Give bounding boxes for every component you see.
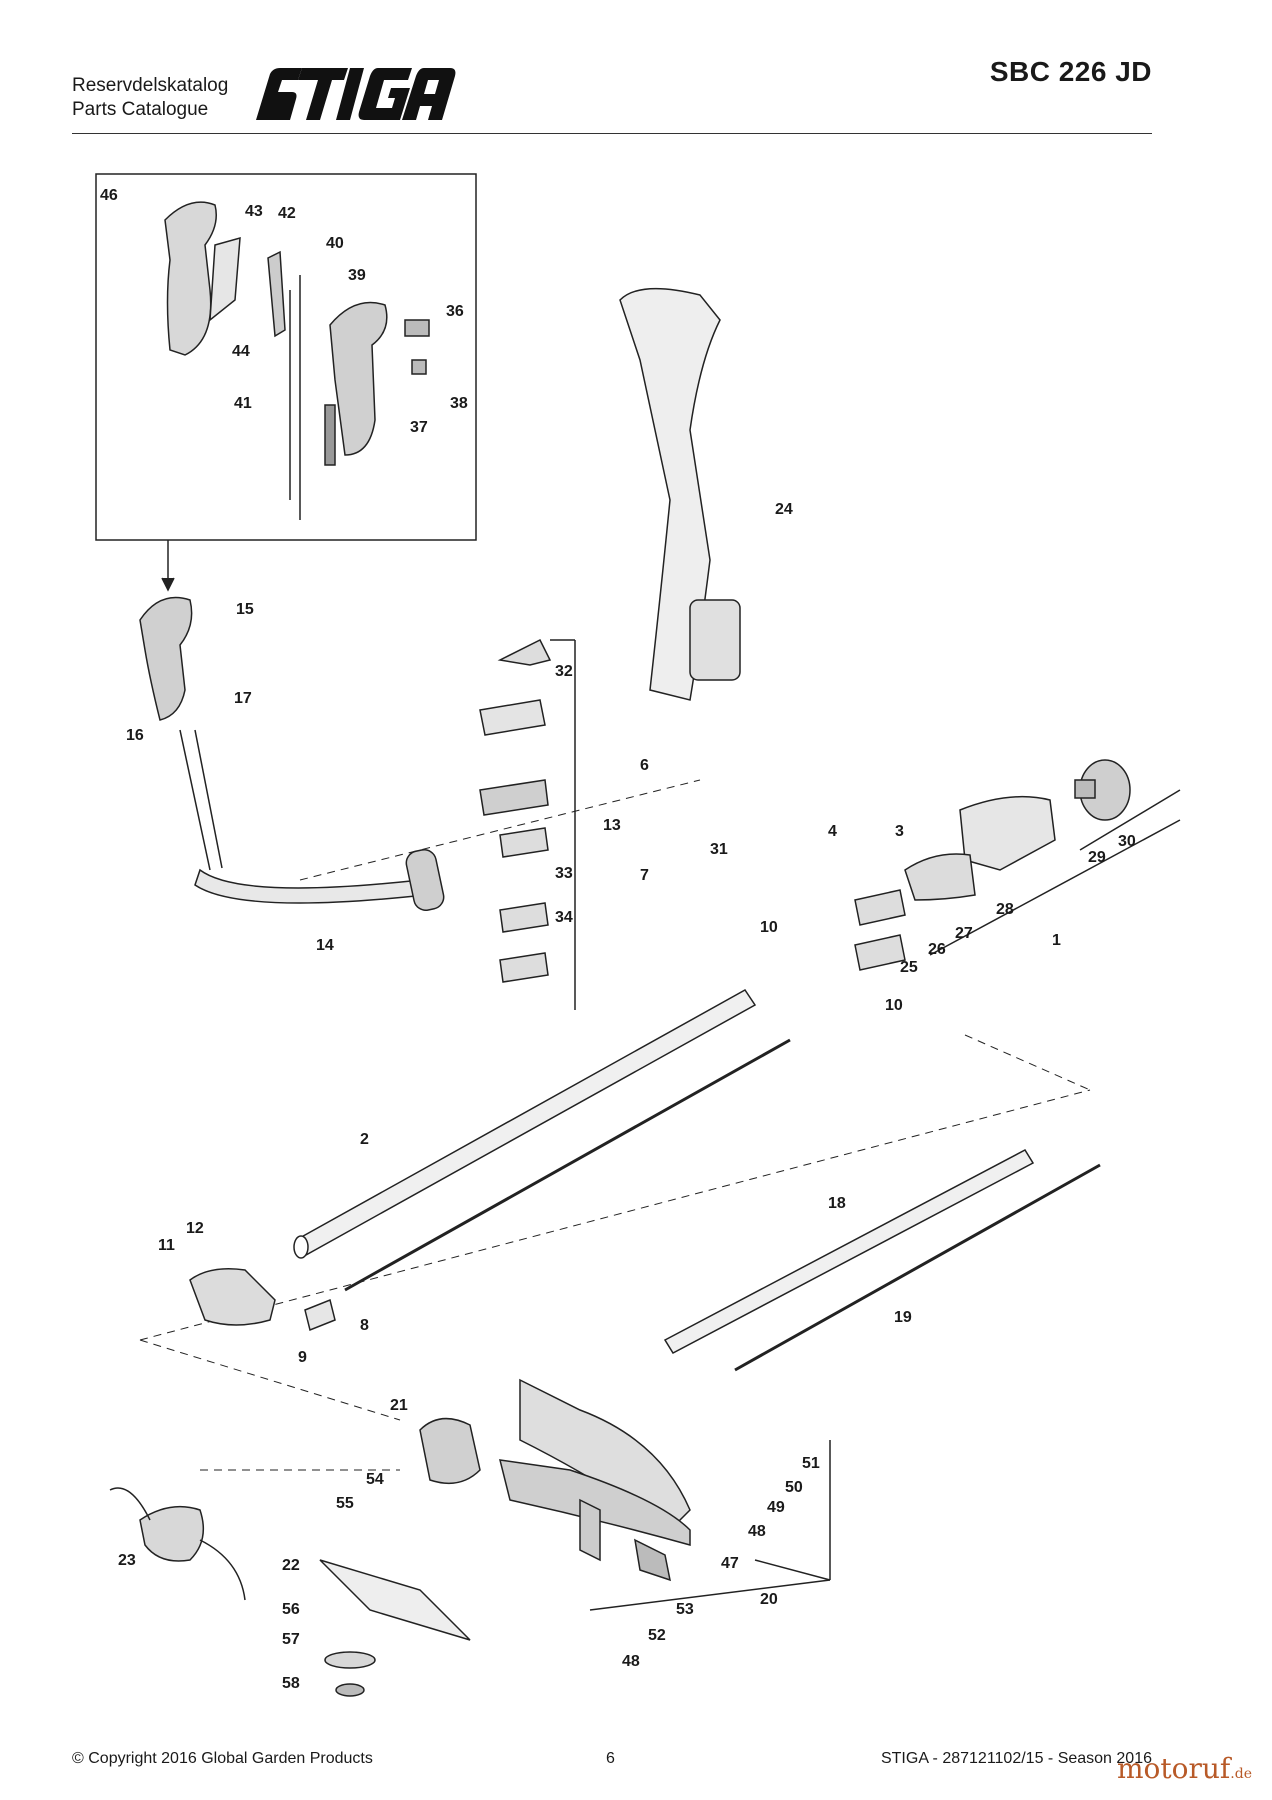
callout-48-top: 48 — [748, 1523, 766, 1540]
header-divider — [72, 133, 1152, 134]
callout-32: 32 — [555, 663, 573, 680]
callout-51: 51 — [802, 1455, 820, 1472]
document-reference: STIGA - 287121102/15 - Season 2016 — [880, 1750, 1152, 1767]
callout-37: 37 — [410, 419, 428, 436]
callout-27: 27 — [955, 925, 973, 942]
callout-57: 57 — [282, 1631, 300, 1648]
callout-47: 47 — [721, 1555, 739, 1572]
callout-39: 39 — [348, 267, 366, 284]
callout-15: 15 — [236, 601, 254, 618]
callout-10-top: 10 — [760, 919, 778, 936]
watermark: motoruf.de — [1117, 1752, 1252, 1785]
callout-6: 6 — [640, 757, 649, 774]
callout-49: 49 — [767, 1499, 785, 1516]
watermark-tld: .de — [1230, 1766, 1252, 1782]
callout-20: 20 — [760, 1591, 778, 1608]
callout-41: 41 — [234, 395, 252, 412]
callout-1: 1 — [1052, 932, 1061, 949]
callout-21: 21 — [390, 1397, 408, 1414]
callout-7: 7 — [640, 867, 649, 884]
callout-17: 17 — [234, 690, 252, 707]
callout-44: 44 — [232, 343, 250, 360]
callout-24: 24 — [775, 501, 793, 518]
catalog-title-line1: Reservdelskatalog — [72, 75, 229, 96]
handle-detail-inset — [95, 173, 477, 541]
callout-31: 31 — [710, 841, 728, 858]
callout-16: 16 — [126, 727, 144, 744]
callout-14: 14 — [316, 937, 334, 954]
callout-23: 23 — [118, 1552, 136, 1569]
callout-4: 4 — [828, 823, 837, 840]
callout-43: 43 — [245, 203, 263, 220]
callout-22: 22 — [282, 1557, 300, 1574]
callout-33: 33 — [555, 865, 573, 882]
callout-53: 53 — [676, 1601, 694, 1618]
callout-19: 19 — [894, 1309, 912, 1326]
callout-38: 38 — [450, 395, 468, 412]
callout-18: 18 — [828, 1195, 846, 1212]
callout-29: 29 — [1088, 849, 1106, 866]
callout-52: 52 — [648, 1627, 666, 1644]
watermark-name: motoruf — [1116, 1752, 1231, 1785]
callout-28: 28 — [996, 901, 1014, 918]
catalog-title-line2: Parts Catalogue — [72, 99, 209, 120]
callout-40: 40 — [326, 235, 344, 252]
callout-50: 50 — [785, 1479, 803, 1496]
callout-30: 30 — [1118, 833, 1136, 850]
stiga-logo — [256, 68, 456, 120]
callout-13: 13 — [603, 817, 621, 834]
callout-3: 3 — [895, 823, 904, 840]
callout-10-bottom: 10 — [885, 997, 903, 1014]
callout-55: 55 — [336, 1495, 354, 1512]
callout-46: 46 — [100, 187, 118, 204]
page-number: 6 — [606, 1750, 615, 1767]
callout-48-bottom: 48 — [622, 1653, 640, 1670]
callout-56: 56 — [282, 1601, 300, 1618]
model-number: SBC 226 JD — [989, 56, 1152, 87]
callout-2: 2 — [360, 1131, 369, 1148]
callout-11: 11 — [158, 1237, 175, 1254]
callout-34: 34 — [555, 909, 573, 926]
catalog-title: Reservdelskatalog Parts Catalogue — [72, 74, 228, 122]
callout-36: 36 — [446, 303, 464, 320]
callout-26: 26 — [928, 941, 946, 958]
copyright: © Copyright 2016 Global Garden Products — [72, 1750, 373, 1767]
callout-8: 8 — [360, 1317, 369, 1334]
callout-9: 9 — [298, 1349, 307, 1366]
callout-42: 42 — [278, 205, 296, 222]
callout-25: 25 — [900, 959, 918, 976]
callout-58: 58 — [282, 1675, 300, 1692]
callout-54: 54 — [366, 1471, 384, 1488]
callout-12: 12 — [186, 1220, 204, 1237]
